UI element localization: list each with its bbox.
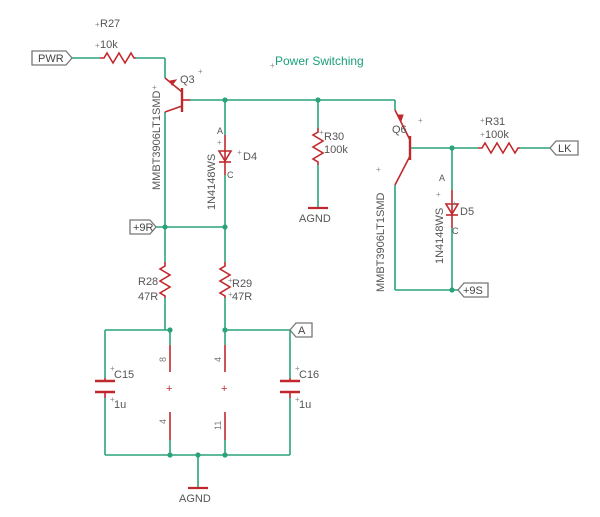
svg-text:+: + bbox=[295, 395, 300, 404]
svg-text:+: + bbox=[295, 364, 300, 373]
svg-text:1u: 1u bbox=[299, 399, 311, 411]
svg-text:LK: LK bbox=[558, 143, 572, 155]
wires bbox=[72, 57, 550, 488]
svg-text:+9S: +9S bbox=[463, 285, 483, 297]
svg-text:A: A bbox=[439, 173, 445, 183]
resistor-r31: + R31 + 100k bbox=[478, 116, 520, 155]
plus-sign: + bbox=[221, 383, 227, 395]
svg-text:R31: R31 bbox=[485, 116, 505, 128]
svg-text:+: + bbox=[198, 67, 203, 76]
svg-text:Q6: Q6 bbox=[392, 124, 407, 136]
svg-text:+: + bbox=[152, 83, 157, 92]
pin-label: 4 bbox=[213, 357, 223, 362]
svg-text:+: + bbox=[228, 276, 233, 285]
svg-text:100k: 100k bbox=[324, 144, 348, 156]
svg-text:D4: D4 bbox=[243, 151, 257, 163]
svg-text:+: + bbox=[270, 61, 275, 70]
svg-text:+: + bbox=[110, 395, 115, 404]
svg-text:+: + bbox=[95, 20, 100, 29]
svg-text:R29: R29 bbox=[232, 278, 252, 290]
svg-text:PWR: PWR bbox=[38, 53, 64, 65]
svg-text:100k: 100k bbox=[485, 129, 509, 141]
svg-text:C: C bbox=[227, 170, 234, 180]
transistor-q3: Q3 + MMBT3906LT1SMD + bbox=[151, 67, 203, 190]
svg-text:+: + bbox=[319, 128, 324, 137]
svg-text:+: + bbox=[217, 138, 222, 147]
resistor-r29: + R29 + 47R bbox=[218, 262, 252, 303]
ic-power-pins: 8 4 4 11 + + bbox=[158, 345, 227, 440]
transistor-q6: Q6 + MMBT3906LT1SMD + bbox=[375, 109, 423, 292]
svg-text:47R: 47R bbox=[232, 291, 252, 303]
svg-text:+: + bbox=[228, 290, 233, 299]
ground-agnd-r30: AGND bbox=[299, 206, 331, 225]
port-9r: +9R bbox=[129, 219, 157, 235]
schematic-title: Power Switching bbox=[275, 54, 364, 68]
resistor-r30: + R30 100k bbox=[311, 128, 348, 165]
port-pwr: PWR bbox=[31, 50, 73, 66]
svg-text:+: + bbox=[110, 364, 115, 373]
resistor-r27: + R27 + 10k bbox=[95, 18, 136, 65]
svg-text:Q3: Q3 bbox=[180, 74, 195, 86]
junctions bbox=[162, 97, 455, 458]
capacitor-c15: + C15 + 1u bbox=[95, 364, 134, 411]
svg-text:MMBT3906LT1SMD: MMBT3906LT1SMD bbox=[151, 91, 163, 190]
pin-label: 8 bbox=[158, 357, 168, 362]
svg-text:C16: C16 bbox=[299, 369, 319, 381]
diode-d4: A C D4 + 1N4148WS + bbox=[206, 126, 257, 210]
svg-text:R27: R27 bbox=[100, 18, 120, 30]
svg-text:1N4148WS: 1N4148WS bbox=[206, 154, 218, 210]
svg-text:+: + bbox=[436, 190, 441, 199]
svg-text:MMBT3906LT1SMD: MMBT3906LT1SMD bbox=[375, 193, 387, 292]
svg-text:R30: R30 bbox=[324, 131, 344, 143]
resistor-r28: R28 47R bbox=[138, 262, 172, 303]
svg-text:10k: 10k bbox=[100, 39, 118, 51]
svg-text:+: + bbox=[480, 130, 485, 139]
svg-text:47R: 47R bbox=[138, 291, 158, 303]
svg-text:+: + bbox=[376, 165, 381, 174]
svg-text:AGND: AGND bbox=[179, 493, 211, 505]
svg-text:1u: 1u bbox=[114, 399, 126, 411]
diode-d5: A C D5 + 1N4148WS + bbox=[434, 173, 474, 264]
svg-text:+: + bbox=[237, 148, 242, 157]
ground-agnd-bottom: AGND bbox=[179, 486, 211, 505]
svg-text:+: + bbox=[452, 199, 457, 208]
pin-label: 4 bbox=[158, 419, 168, 424]
port-a: A bbox=[289, 322, 313, 338]
svg-text:A: A bbox=[217, 126, 223, 136]
svg-text:1N4148WS: 1N4148WS bbox=[434, 208, 446, 264]
svg-text:R28: R28 bbox=[138, 276, 158, 288]
plus-sign: + bbox=[166, 383, 172, 395]
pin-label: 11 bbox=[213, 421, 223, 430]
capacitor-c16: + C16 + 1u bbox=[280, 364, 319, 411]
svg-text:C: C bbox=[452, 226, 459, 236]
svg-text:+: + bbox=[95, 41, 100, 50]
svg-text:AGND: AGND bbox=[299, 213, 331, 225]
svg-text:+9R: +9R bbox=[133, 222, 154, 234]
svg-text:D5: D5 bbox=[460, 206, 474, 218]
svg-text:+: + bbox=[418, 116, 423, 125]
svg-text:A: A bbox=[298, 325, 306, 337]
svg-text:+: + bbox=[480, 116, 485, 125]
port-lk: LK bbox=[549, 140, 579, 156]
port-9s: +9S bbox=[457, 282, 489, 298]
svg-text:C15: C15 bbox=[114, 369, 134, 381]
